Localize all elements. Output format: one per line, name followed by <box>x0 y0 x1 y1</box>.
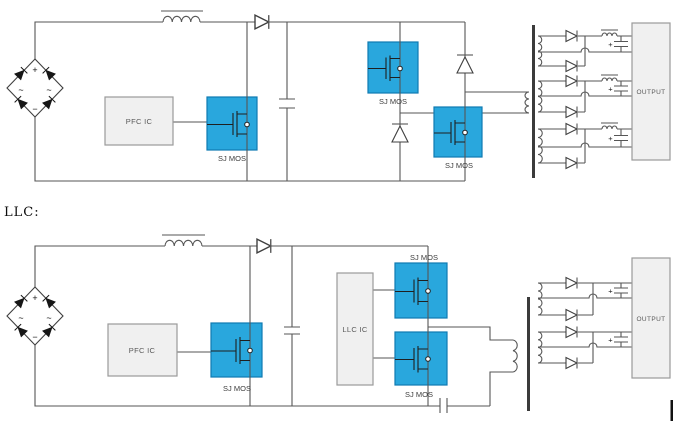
clamp-diode <box>456 54 474 74</box>
dc-bus-capacitor <box>279 22 295 181</box>
pfc-ic-block <box>107 323 178 377</box>
sj-mos-label: SJ MOS <box>223 384 251 393</box>
secondary-winding <box>537 35 543 67</box>
text-cursor <box>670 400 673 421</box>
switch-rails <box>249 246 429 406</box>
mosfet-symbol <box>395 277 431 305</box>
cap-polarity-plus: + <box>608 134 613 143</box>
pfc-ic-block <box>104 96 174 146</box>
rectifier-diode <box>565 105 578 119</box>
sj-mos-block-high-side <box>367 41 419 94</box>
rectifier-diode <box>565 29 578 43</box>
rectifier-diode <box>565 308 578 322</box>
secondary-winding <box>537 282 543 316</box>
output-inductor <box>601 125 618 130</box>
mosfet-symbol <box>434 120 468 145</box>
sj-mos-label: SJ MOS <box>405 390 433 399</box>
primary-winding <box>524 91 530 114</box>
switch-rails <box>246 22 466 181</box>
sj-mos-label: SJ MOS <box>410 253 438 262</box>
section-label-llc: LLC: <box>4 205 40 220</box>
rectifier-diode <box>565 156 578 170</box>
rectifier-diode <box>565 325 578 339</box>
resonant-capacitor <box>439 398 448 413</box>
boost-diode <box>254 14 270 30</box>
cap-polarity-plus: + <box>608 336 613 345</box>
cap-polarity-plus: + <box>608 40 613 49</box>
mosfet-symbol <box>207 111 250 137</box>
bridge-rectifier <box>6 58 64 118</box>
bridge-rectifier <box>6 286 64 346</box>
clamp-diode <box>391 123 409 143</box>
secondary-winding <box>537 331 543 364</box>
llc-circuit: + + PFC IC LLC IC SJ MOS SJ MOS SJ MOS O… <box>6 234 671 413</box>
sj-mos-block-hb-top <box>394 262 448 319</box>
sj-mos-block-hb-bottom <box>394 331 448 386</box>
sj-mos-label: SJ MOS <box>218 154 246 163</box>
main-wires <box>34 21 529 182</box>
cap-polarity-plus: + <box>608 287 613 296</box>
rectifier-diode <box>565 122 578 136</box>
output-block <box>631 22 671 161</box>
sj-mos-block-boost <box>210 322 263 378</box>
output-label: OUTPUT <box>636 89 665 96</box>
output-label: OUTPUT <box>636 316 665 323</box>
secondary-channel: + <box>537 74 632 119</box>
forward-circuit: + + + PFC IC SJ MOS SJ MOS SJ MOS OUTPUT <box>6 10 671 182</box>
rectifier-diode <box>565 74 578 88</box>
rectifier-diode <box>565 356 578 370</box>
pfc-ic-label: PFC IC <box>126 117 153 126</box>
main-wires <box>34 245 513 407</box>
mosfet-symbol <box>211 337 253 364</box>
boost-inductor <box>161 10 203 23</box>
llc-ic-block <box>336 272 374 386</box>
pfc-ic-label: PFC IC <box>129 346 156 355</box>
llc-ic-label: LLC IC <box>342 325 367 334</box>
dc-bus-capacitor <box>284 246 300 406</box>
sj-mos-label: SJ MOS <box>445 161 473 170</box>
mosfet-symbol <box>395 346 431 373</box>
mosfet-symbol <box>368 55 403 81</box>
output-inductor <box>601 77 618 82</box>
primary-winding <box>512 339 518 373</box>
secondary-channel: + <box>537 122 632 170</box>
secondary-channel: + <box>537 325 632 370</box>
sj-mos-label: SJ MOS <box>379 97 407 106</box>
boost-diode <box>256 238 272 254</box>
secondary-winding <box>537 128 543 164</box>
secondary-channel: + <box>537 29 632 73</box>
secondary-channel: + <box>537 276 632 322</box>
rectifier-diode <box>565 276 578 290</box>
sj-mos-block-low-side <box>433 106 483 158</box>
output-block <box>631 257 671 379</box>
secondary-winding <box>537 80 543 113</box>
rectifier-diode <box>565 59 578 73</box>
boost-inductor <box>162 234 205 247</box>
cap-polarity-plus: + <box>608 85 613 94</box>
output-inductor <box>601 32 618 37</box>
